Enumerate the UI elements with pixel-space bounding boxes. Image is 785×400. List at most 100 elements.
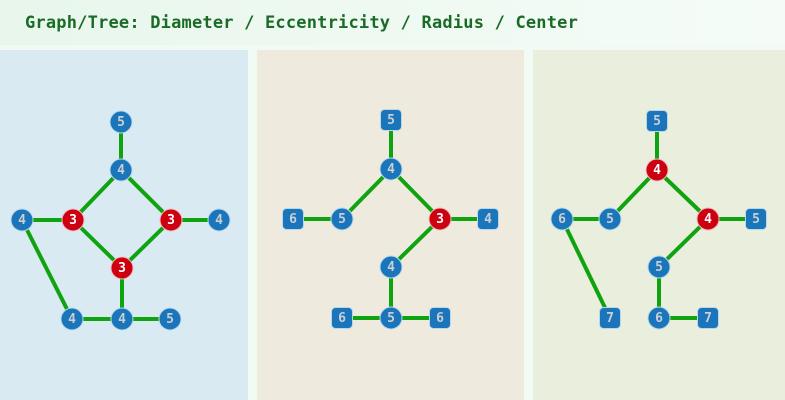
graph-node[interactable]: 4 <box>60 307 84 331</box>
node-eccentricity-label: 6 <box>289 212 297 227</box>
graph-node[interactable]: 5 <box>330 207 354 231</box>
graph-node[interactable]: 4 <box>10 208 34 232</box>
node-marker <box>207 208 231 232</box>
node-marker <box>379 306 403 330</box>
node-eccentricity-label: 3 <box>69 213 77 228</box>
header-bar: Graph/Tree: Diameter / Eccentricity / Ra… <box>0 0 785 45</box>
graph-node[interactable]: 6 <box>550 207 574 231</box>
node-marker <box>331 307 353 329</box>
graph-node[interactable]: 4 <box>645 158 669 182</box>
node-marker <box>647 306 671 330</box>
graph-edge <box>119 168 173 222</box>
node-eccentricity-label: 5 <box>117 115 125 130</box>
graph-node[interactable]: 4 <box>696 207 720 231</box>
center-node-marker <box>159 208 183 232</box>
graph-node[interactable]: 5 <box>745 208 767 230</box>
node-eccentricity-label: 4 <box>118 312 126 327</box>
graph-node[interactable]: 5 <box>646 110 668 132</box>
center-node-marker <box>61 208 85 232</box>
graph-node[interactable]: 6 <box>331 307 353 329</box>
node-eccentricity-label: 5 <box>655 260 663 275</box>
node-marker <box>110 307 134 331</box>
center-node-marker <box>110 256 134 280</box>
graph-panel-3[interactable]: 5 4 6 5 4 5 5 7 6 7 <box>533 50 785 400</box>
node-marker <box>550 207 574 231</box>
node-marker <box>380 109 402 131</box>
node-marker <box>109 158 133 182</box>
graph-node[interactable]: 3 <box>159 208 183 232</box>
graph-edge <box>655 168 710 221</box>
graph-node[interactable]: 7 <box>697 307 719 329</box>
graph-node[interactable]: 5 <box>379 306 403 330</box>
node-eccentricity-label: 5 <box>606 212 614 227</box>
graph-panel-2[interactable]: 5 4 6 5 3 4 4 6 5 6 <box>257 50 524 400</box>
graph-node[interactable]: 3 <box>110 256 134 280</box>
graph-node[interactable]: 7 <box>599 307 621 329</box>
node-marker <box>599 307 621 329</box>
node-marker <box>477 208 499 230</box>
graph-edge <box>340 167 393 221</box>
node-eccentricity-label: 6 <box>655 311 663 326</box>
graph-edge <box>389 167 442 221</box>
graph-node[interactable]: 4 <box>477 208 499 230</box>
node-eccentricity-label: 5 <box>338 212 346 227</box>
node-eccentricity-label: 5 <box>752 212 760 227</box>
center-node-marker <box>428 207 452 231</box>
graph-canvas: 5 4 6 5 3 4 4 6 5 6 <box>282 109 499 330</box>
node-eccentricity-label: 4 <box>387 162 395 177</box>
graph-node[interactable]: 4 <box>379 255 403 279</box>
graph-node[interactable]: 4 <box>207 208 231 232</box>
graph-node[interactable]: 3 <box>61 208 85 232</box>
graph-node[interactable]: 3 <box>428 207 452 231</box>
node-eccentricity-label: 5 <box>653 114 661 129</box>
node-eccentricity-label: 3 <box>118 261 126 276</box>
graph-node[interactable]: 5 <box>158 307 182 331</box>
node-eccentricity-label: 6 <box>338 311 346 326</box>
node-marker <box>109 110 133 134</box>
center-node-marker <box>645 158 669 182</box>
graph-node[interactable]: 4 <box>379 157 403 181</box>
graph-node[interactable]: 6 <box>647 306 671 330</box>
node-marker <box>646 110 668 132</box>
node-marker <box>697 307 719 329</box>
node-eccentricity-label: 4 <box>68 312 76 327</box>
node-marker <box>158 307 182 331</box>
node-eccentricity-label: 4 <box>215 213 223 228</box>
node-eccentricity-label: 4 <box>653 163 661 178</box>
node-marker <box>330 207 354 231</box>
node-marker <box>429 307 451 329</box>
graph-node[interactable]: 5 <box>380 109 402 131</box>
node-eccentricity-label: 4 <box>704 212 712 227</box>
graph-panel-1[interactable]: 5 4 4 3 3 4 3 4 4 5 <box>0 50 248 400</box>
node-marker <box>379 255 403 279</box>
graph-node[interactable]: 6 <box>282 208 304 230</box>
graph-node[interactable]: 4 <box>109 158 133 182</box>
graph-edge <box>20 219 74 320</box>
node-marker <box>598 207 622 231</box>
graph-edge <box>71 168 123 222</box>
panels-container: 5 4 4 3 3 4 3 4 4 5 5 4 6 5 3 4 4 6 5 6 5 4 6 5 4 5 5 7 6 7 <box>0 45 785 400</box>
graph-node[interactable]: 5 <box>598 207 622 231</box>
node-marker <box>379 157 403 181</box>
node-eccentricity-label: 3 <box>167 213 175 228</box>
node-eccentricity-label: 7 <box>606 311 614 326</box>
graph-node[interactable]: 6 <box>429 307 451 329</box>
node-eccentricity-label: 7 <box>704 311 712 326</box>
graph-edge <box>560 218 612 319</box>
node-marker <box>60 307 84 331</box>
graph-canvas: 5 4 4 3 3 4 3 4 4 5 <box>10 110 231 331</box>
node-eccentricity-label: 5 <box>387 311 395 326</box>
node-eccentricity-label: 3 <box>436 212 444 227</box>
node-eccentricity-label: 4 <box>18 213 26 228</box>
node-marker <box>745 208 767 230</box>
node-eccentricity-label: 5 <box>166 312 174 327</box>
graph-canvas: 5 4 6 5 4 5 5 7 6 7 <box>550 110 767 330</box>
node-eccentricity-label: 4 <box>387 260 395 275</box>
node-eccentricity-label: 6 <box>558 212 566 227</box>
graph-node[interactable]: 5 <box>109 110 133 134</box>
graph-node[interactable]: 4 <box>110 307 134 331</box>
center-node-marker <box>696 207 720 231</box>
graph-node[interactable]: 5 <box>647 255 671 279</box>
node-eccentricity-label: 5 <box>387 113 395 128</box>
